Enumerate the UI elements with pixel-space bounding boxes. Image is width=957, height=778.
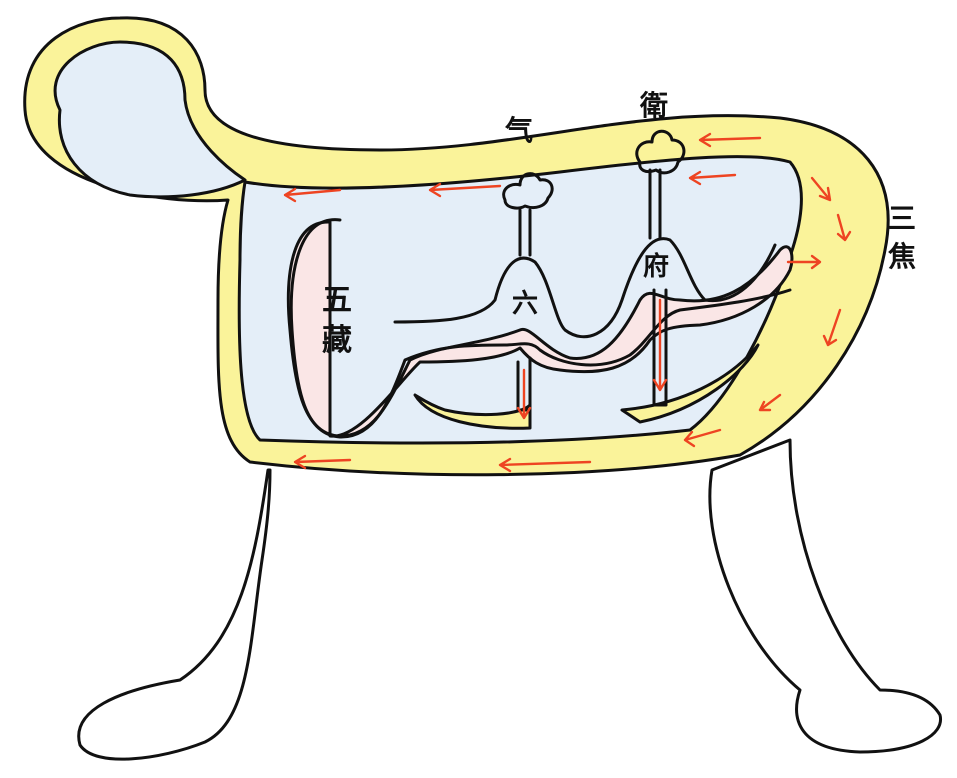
arrow-icon <box>683 428 722 448</box>
arrow-icon <box>698 132 762 148</box>
arrow-icon <box>758 393 782 412</box>
arrow-icon <box>836 213 852 242</box>
arrow-icon <box>810 176 832 202</box>
label-wuzang-2: 藏 <box>322 323 352 358</box>
arrow-icon <box>822 308 842 347</box>
wuzang-outline <box>289 218 792 439</box>
label-liufu-1: 六 <box>512 289 538 319</box>
label-wuzang-1: 五 <box>322 283 352 318</box>
label-qi: 气 <box>504 114 533 147</box>
wei-vapor-icon <box>635 129 686 240</box>
front-leg <box>77 468 272 761</box>
mu-channel-right <box>620 343 760 424</box>
label-wei: 衛 <box>639 89 668 122</box>
arrow-icon <box>688 170 737 186</box>
qi-vapor-icon <box>502 172 554 257</box>
arrow-icon <box>293 454 352 470</box>
label-liufu-2: 府 <box>643 251 669 282</box>
arrow-icon <box>652 298 668 392</box>
arrow-icon <box>498 457 592 473</box>
arrow-icon <box>428 182 502 198</box>
hind-leg <box>708 438 942 754</box>
arrow-icon <box>786 254 822 270</box>
arrow-icon <box>516 368 532 420</box>
flow-arrows <box>283 132 852 473</box>
head-cavity <box>53 40 247 199</box>
liufu-outline <box>393 237 777 339</box>
label-sanjiao-2: 焦 <box>888 240 916 273</box>
mu-pipe-2 <box>652 288 668 407</box>
label-sanjiao-1: 三 <box>888 202 916 235</box>
arrow-icon <box>283 187 342 203</box>
